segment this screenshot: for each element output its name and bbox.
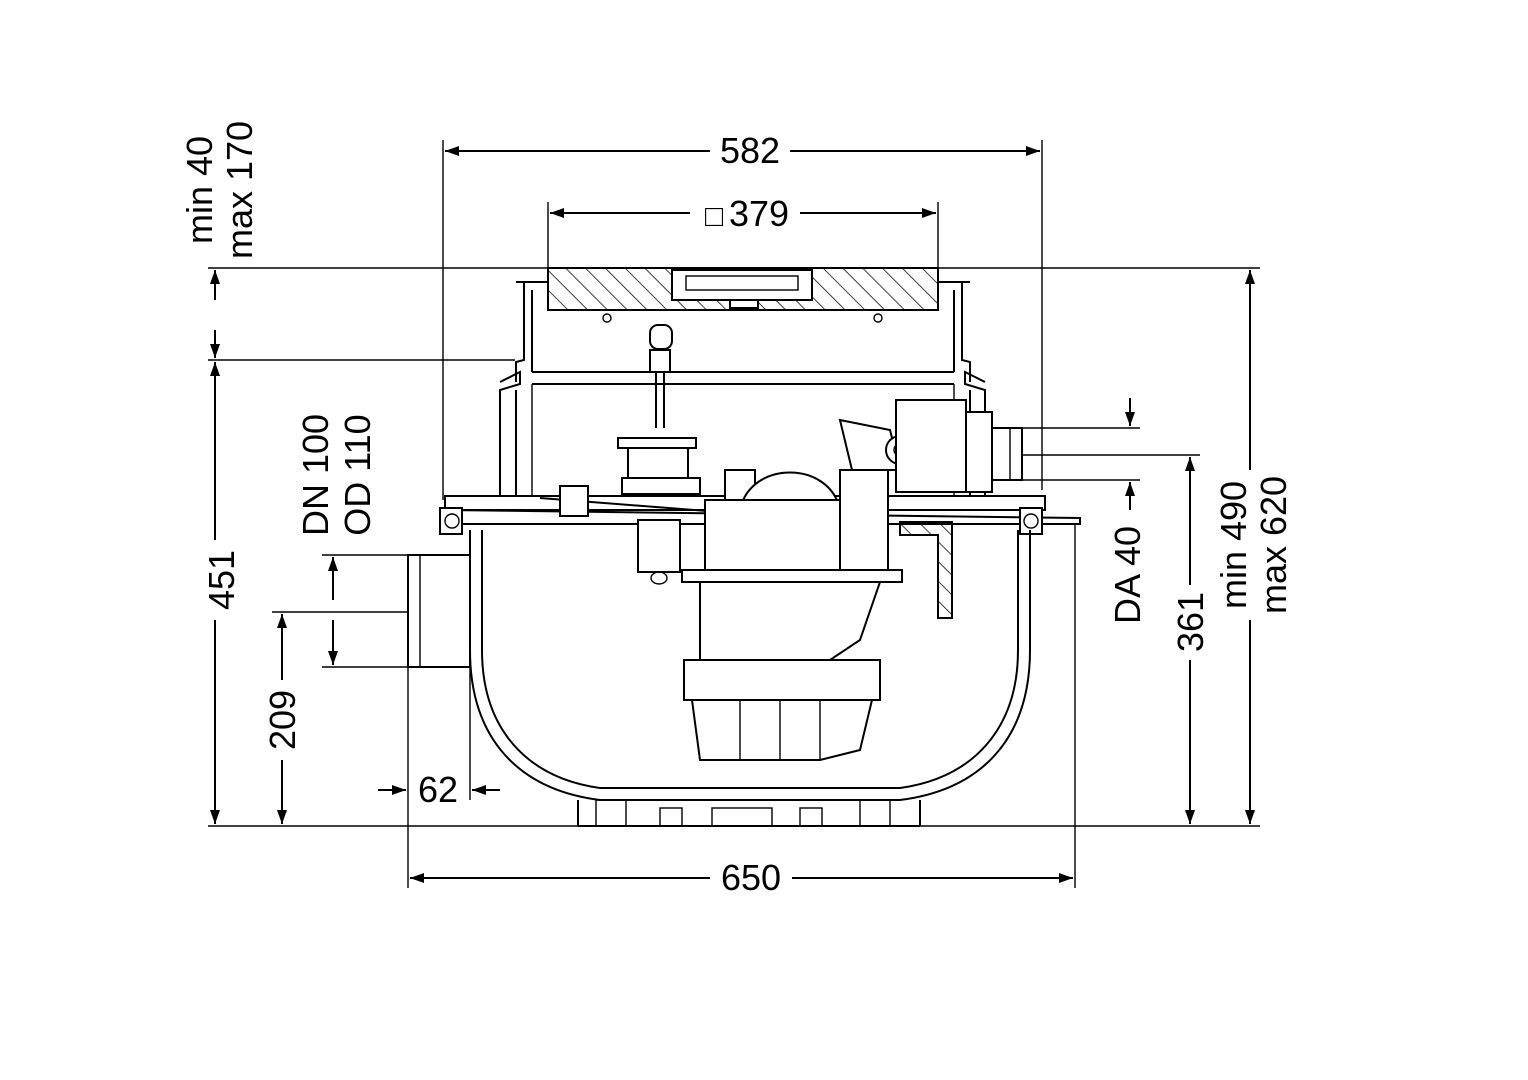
dimension-extension: min 40 max 170 bbox=[179, 121, 260, 358]
dimension-label: DA 40 bbox=[1107, 526, 1148, 624]
drain-body bbox=[407, 267, 1081, 827]
dimension-label: min 490 bbox=[1213, 481, 1254, 609]
dimension-label: 62 bbox=[418, 769, 458, 810]
dimension-361: 361 bbox=[1170, 457, 1211, 824]
dimension-label: 361 bbox=[1170, 592, 1211, 652]
grate-cover bbox=[547, 267, 939, 323]
dimension-62: 62 bbox=[378, 769, 500, 810]
dimension-label: min 40 bbox=[179, 136, 220, 244]
dimension-label: 379 bbox=[729, 193, 789, 234]
check-valve bbox=[838, 399, 993, 571]
dimension-inlet-diameter: DN 100 OD 110 bbox=[295, 414, 378, 665]
dimension-label: DN 100 bbox=[295, 414, 336, 536]
dimension-label: OD 110 bbox=[337, 414, 378, 535]
dimension-label: 650 bbox=[721, 857, 781, 898]
dimension-451: 451 bbox=[201, 362, 242, 824]
dimension-outlet-diameter: DA 40 bbox=[1107, 398, 1148, 624]
outlet-pipe bbox=[991, 427, 1023, 481]
base-ribs bbox=[595, 799, 891, 827]
dimensions: 582 □ 379 min 40 max 170 451 DN 100 OD 1… bbox=[179, 121, 1294, 898]
dimension-650: 650 bbox=[410, 857, 1073, 898]
tank-bowl bbox=[469, 530, 1031, 827]
dimension-label: max 170 bbox=[219, 121, 260, 259]
dimension-label: 582 bbox=[720, 130, 780, 171]
dimension-label: max 620 bbox=[1253, 476, 1294, 614]
square-symbol: □ bbox=[705, 200, 724, 233]
dimension-209: 209 bbox=[262, 614, 303, 824]
dimension-label: 451 bbox=[201, 550, 242, 610]
dimension-total-height: min 490 max 620 bbox=[1213, 270, 1294, 824]
dimension-379: □ 379 bbox=[550, 193, 936, 234]
cable-gland bbox=[539, 485, 721, 517]
inlet-pipe bbox=[407, 554, 471, 668]
dimension-label: 209 bbox=[262, 690, 303, 750]
level-sensor bbox=[617, 324, 701, 585]
inner-wall-section bbox=[899, 521, 953, 619]
dimension-582: 582 bbox=[445, 130, 1040, 171]
